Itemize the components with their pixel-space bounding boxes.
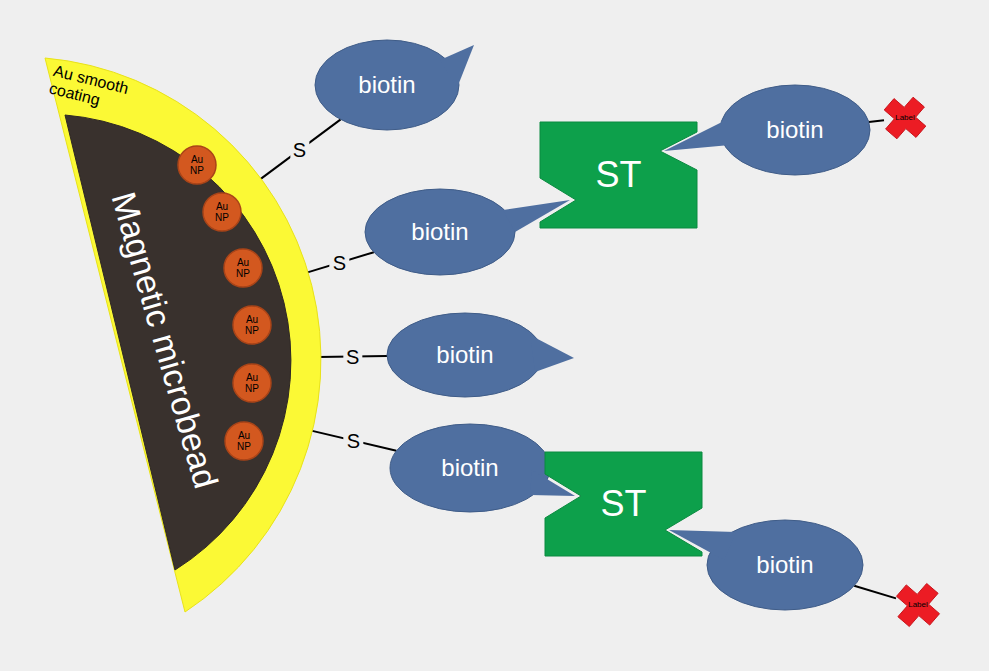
node-text: biotin xyxy=(358,71,415,99)
magnetic-bead-shape xyxy=(65,115,291,570)
node-text: Au NP xyxy=(186,154,208,177)
node-text: ST xyxy=(595,154,641,195)
biotin-tab xyxy=(669,530,736,560)
gold-nanoparticle: Au NP xyxy=(224,249,262,287)
biotin-molecule-shape xyxy=(390,424,550,512)
gold-nanoparticle: Au NP xyxy=(233,364,271,402)
biotin-tab xyxy=(664,118,730,151)
gold-coating-shape xyxy=(45,58,321,612)
node-text: Au NP xyxy=(211,201,233,224)
edge-label: S xyxy=(343,347,362,367)
node-text: Au NP xyxy=(241,372,263,395)
node-text: Label xyxy=(908,600,928,609)
node-text: biotin xyxy=(441,454,498,482)
linker-line xyxy=(869,120,884,122)
biotin-tab xyxy=(440,45,474,88)
node-text: Au NP xyxy=(232,257,254,280)
biotin-molecule: biotin xyxy=(365,189,515,275)
gold-nanoparticle-shape xyxy=(233,306,271,344)
biotin-molecule-shape xyxy=(315,40,459,130)
biotin-molecule-shape xyxy=(387,313,543,397)
gold-coating: Au smooth coatingMagnetic microbeadAu NP… xyxy=(40,52,325,618)
label-marker-shape xyxy=(897,584,940,627)
linker-line xyxy=(310,430,396,450)
biotin-molecule-shape xyxy=(720,85,870,175)
biotin-molecule: biotin xyxy=(390,424,550,512)
streptavidin-block: ST xyxy=(540,122,697,228)
gold-nanoparticle: Au NP xyxy=(203,193,241,231)
gold-nanoparticle-shape xyxy=(225,422,263,460)
gold-nanoparticle-shape xyxy=(203,193,241,231)
label-marker-shape xyxy=(884,97,926,139)
linker-line xyxy=(305,252,374,273)
gold-nanoparticle: Au NP xyxy=(233,306,271,344)
edge-label: S xyxy=(330,253,349,273)
biotin-molecule-shape xyxy=(365,189,515,275)
streptavidin-block-shape xyxy=(540,122,697,228)
node-text: Au NP xyxy=(241,314,263,337)
gold-nanoparticle-shape xyxy=(224,249,262,287)
edge-label: S xyxy=(344,431,363,451)
node-text: Label xyxy=(895,113,915,122)
node-text: biotin xyxy=(756,551,813,579)
biotin-molecule: biotin xyxy=(707,520,863,610)
biotin-molecule: biotin xyxy=(315,40,459,130)
node-text: biotin xyxy=(436,341,493,369)
linker-line xyxy=(854,586,896,599)
label-marker: Label xyxy=(896,583,940,627)
node-text: biotin xyxy=(411,218,468,246)
label-marker: Label xyxy=(884,97,926,139)
gold-nanoparticle-shape xyxy=(178,146,216,184)
gold-nanoparticle: Au NP xyxy=(225,422,263,460)
biotin-molecule: biotin xyxy=(387,313,543,397)
streptavidin-block: ST xyxy=(545,452,702,556)
streptavidin-block-shape xyxy=(545,452,702,556)
node-text: biotin xyxy=(766,116,823,144)
linker-line xyxy=(258,119,340,180)
gold-nanoparticle-shape xyxy=(233,364,271,402)
node-text: ST xyxy=(600,483,646,524)
gold-nanoparticle: Au NP xyxy=(178,146,216,184)
edge-label: S xyxy=(290,140,309,160)
node-text: Au NP xyxy=(233,430,255,453)
biotin-molecule: biotin xyxy=(720,85,870,175)
biotin-tab xyxy=(530,335,574,372)
